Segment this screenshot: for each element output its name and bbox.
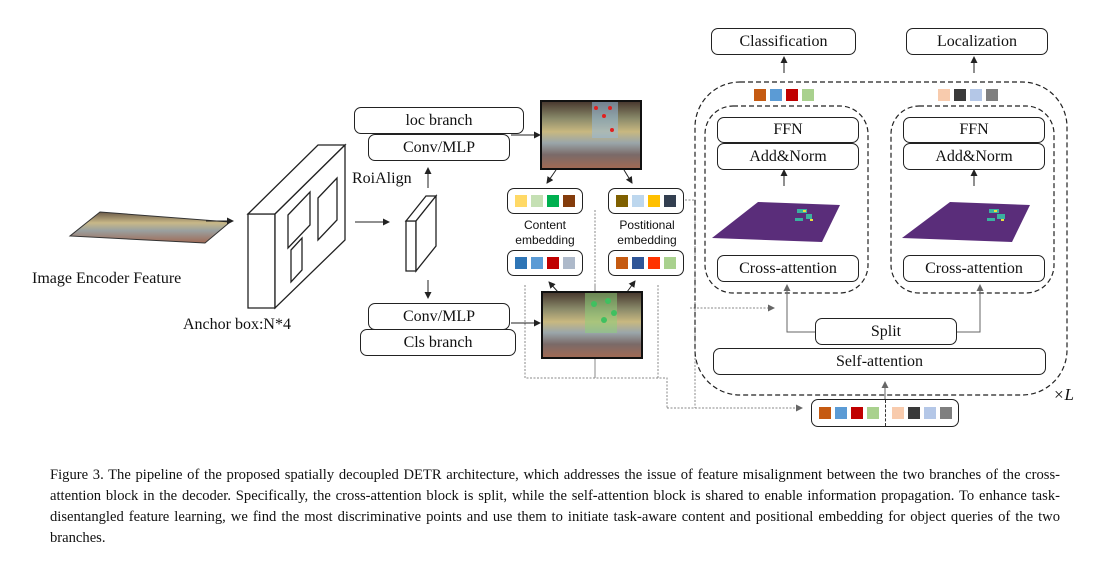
roialign-label: RoiAlign (352, 170, 412, 187)
self-attention-box: Self-attention (713, 348, 1046, 375)
diagram-lines (68, 56, 1068, 412)
loc-cross-attention-box: Cross-attention (903, 255, 1045, 282)
loc-query-colors (936, 89, 1000, 101)
embedding-color-chip (547, 257, 559, 269)
embedding-color-chip (515, 257, 527, 269)
image-encoder-feature-label: Image Encoder Feature (32, 270, 182, 287)
loc-branch-box: loc branch (354, 107, 524, 134)
embedding-color-chip (786, 89, 798, 101)
embedding-color-chip (818, 407, 831, 419)
embedding-color-chip (834, 407, 847, 419)
figure-caption: Figure 3. The pipeline of the proposed s… (50, 467, 1060, 546)
embedding-color-chip (648, 195, 660, 207)
embedding-color-chip (754, 89, 766, 101)
cls-conv-mlp-box: Conv/MLP (368, 303, 510, 330)
positional-embedding-bottom (608, 250, 684, 276)
repeat-l-label: ×L (1053, 385, 1074, 404)
embedding-color-chip (547, 195, 559, 207)
decoder-layer-region (694, 81, 1068, 396)
embedding-color-chip (632, 257, 644, 269)
loc-ffn-box: FFN (903, 117, 1045, 143)
cls-ffn-box: FFN (717, 117, 859, 143)
embedding-color-chip (970, 89, 982, 101)
embedding-color-chip (531, 195, 543, 207)
cls-branch-box: Cls branch (360, 329, 516, 356)
embedding-color-chip (563, 195, 575, 207)
loc-attention-map (902, 202, 1030, 242)
embedding-color-chip (938, 89, 950, 101)
classification-output: Classification (711, 28, 856, 55)
embedding-color-chip (923, 407, 936, 419)
object-query-input (811, 399, 959, 427)
image-encoder-feature-plane (68, 211, 232, 244)
embedding-color-chip (850, 407, 863, 419)
content-embedding-top (507, 188, 583, 214)
embedding-color-chip (770, 89, 782, 101)
embedding-color-chip (954, 89, 966, 101)
embedding-color-chip (648, 257, 660, 269)
loc-conv-mlp-box: Conv/MLP (368, 134, 510, 161)
localization-output: Localization (906, 28, 1048, 55)
positional-embedding-top (608, 188, 684, 214)
embedding-color-chip (802, 89, 814, 101)
split-box: Split (815, 318, 957, 345)
embedding-color-chip (632, 195, 644, 207)
cls-keypoint-image (541, 291, 643, 359)
loc-keypoint-image (540, 100, 642, 170)
embedding-color-chip (515, 195, 527, 207)
embedding-color-chip (616, 195, 628, 207)
content-embedding-label: Content embedding (515, 218, 575, 247)
query-divider (884, 400, 886, 426)
cls-add-norm-box: Add&Norm (717, 143, 859, 170)
embedding-color-chip (986, 89, 998, 101)
anchor-box-label: Anchor box:N*4 (183, 316, 291, 333)
embedding-color-chip (563, 257, 575, 269)
embedding-color-chip (664, 257, 676, 269)
cls-cross-attention-box: Cross-attention (717, 255, 859, 282)
roi-feature-box (404, 194, 438, 273)
embedding-color-chip (907, 407, 920, 419)
positional-embedding-label: Postitional embedding (617, 218, 677, 247)
cls-query-colors (752, 89, 816, 101)
embedding-color-chip (616, 257, 628, 269)
cls-attention-map (712, 202, 840, 242)
embedding-color-chip (891, 407, 904, 419)
embedding-color-chip (664, 195, 676, 207)
loc-add-norm-box: Add&Norm (903, 143, 1045, 170)
embedding-color-chip (939, 407, 952, 419)
anchor-box-3d (246, 143, 347, 310)
content-embedding-bottom (507, 250, 583, 276)
embedding-color-chip (531, 257, 543, 269)
embedding-color-chip (866, 407, 879, 419)
loc-cross-attn-region (890, 105, 1055, 294)
